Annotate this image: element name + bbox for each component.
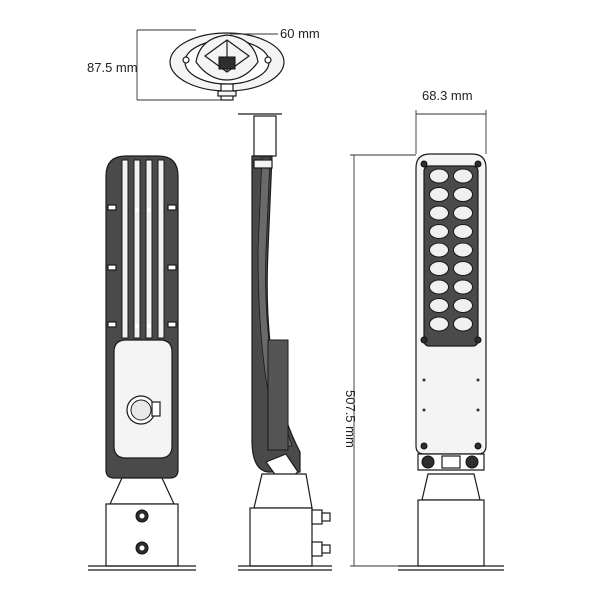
led-lens bbox=[429, 298, 449, 313]
front-view bbox=[350, 110, 504, 571]
top-height-label: 87.5 mm bbox=[87, 60, 138, 75]
front-width-label: 68.3 mm bbox=[422, 88, 473, 103]
led-lens bbox=[429, 279, 449, 295]
led-lens bbox=[453, 298, 473, 313]
led-lens bbox=[453, 316, 473, 332]
top-view bbox=[136, 29, 285, 101]
front-length-label: 507.5 mm bbox=[343, 390, 358, 448]
led-lens bbox=[429, 187, 449, 202]
side-view bbox=[238, 113, 332, 571]
led-lens bbox=[429, 168, 449, 184]
led-lens bbox=[429, 205, 449, 221]
led-lens bbox=[429, 316, 449, 332]
led-lens bbox=[453, 279, 473, 295]
led-lens bbox=[453, 205, 473, 221]
led-lens bbox=[453, 261, 473, 276]
led-lens bbox=[453, 242, 473, 258]
back-view bbox=[88, 155, 196, 571]
led-lens bbox=[429, 242, 449, 258]
led-lens bbox=[429, 261, 449, 276]
led-lens bbox=[429, 224, 449, 239]
top-width-label: 60 mm bbox=[280, 26, 320, 41]
led-lens bbox=[453, 168, 473, 184]
led-lens bbox=[453, 187, 473, 202]
led-lens bbox=[453, 224, 473, 239]
led-array bbox=[429, 168, 473, 332]
